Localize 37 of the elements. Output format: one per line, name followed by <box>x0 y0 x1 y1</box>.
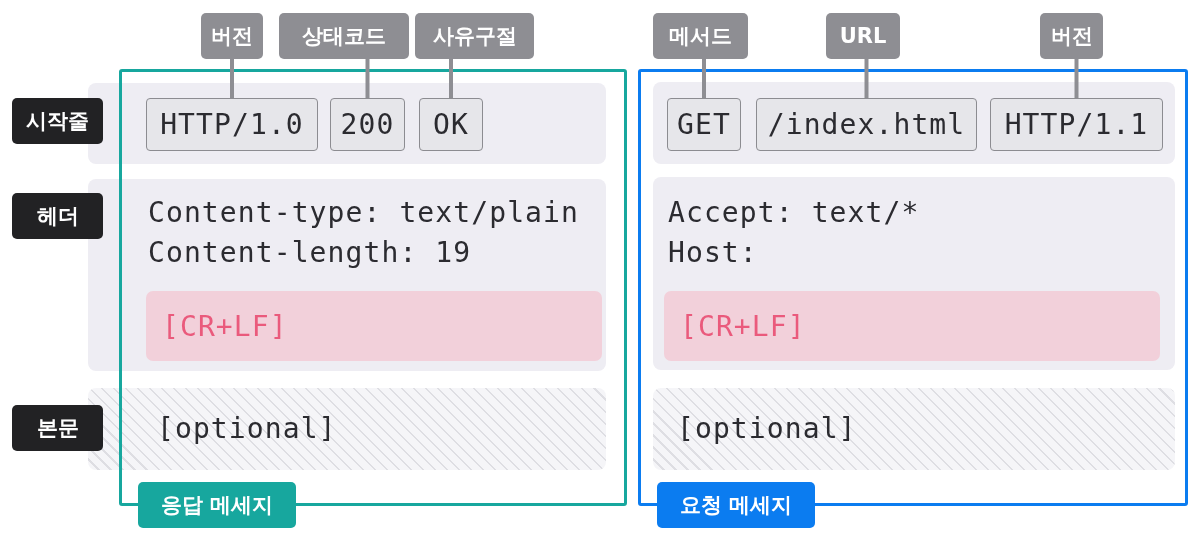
field-name-tag: 상태코드 <box>279 13 409 59</box>
code-token: HTTP/1.1 <box>990 98 1163 151</box>
section-tag: 본문 <box>12 405 103 451</box>
placeholder-text: [optional] <box>677 411 857 447</box>
leader-line <box>864 59 869 98</box>
leader-line <box>1074 59 1079 98</box>
header-line: Content-type: text/plain <box>148 195 579 231</box>
header-line: Accept: text/* <box>668 195 920 231</box>
leader-line <box>702 59 706 98</box>
message-title-tag: 요청 메세지 <box>657 482 815 528</box>
start-line-panel <box>88 83 606 164</box>
line-break-marker: [CR+LF] <box>664 291 1160 361</box>
field-name-tag: 버전 <box>1040 13 1103 59</box>
header-panel <box>88 179 606 371</box>
section-tag: 시작줄 <box>12 98 103 144</box>
code-token: HTTP/1.0 <box>146 98 318 151</box>
header-line: Content-length: 19 <box>148 235 472 271</box>
placeholder-text: [optional] <box>157 411 337 447</box>
code-token: 200 <box>330 98 405 151</box>
section-tag: 헤더 <box>12 193 103 239</box>
field-name-tag: 메서드 <box>653 13 748 59</box>
header-line: Host: <box>668 235 758 271</box>
field-name-tag: 사유구절 <box>415 13 534 59</box>
code-token: /index.html <box>756 98 977 151</box>
header-panel <box>653 177 1175 370</box>
code-token: GET <box>667 98 741 151</box>
line-break-marker: [CR+LF] <box>146 291 602 361</box>
field-name-tag: 버전 <box>201 13 263 59</box>
body-panel <box>88 388 606 470</box>
leader-line <box>449 59 453 98</box>
start-line-panel <box>653 82 1175 164</box>
body-panel <box>653 388 1175 470</box>
message-title-tag: 응답 메세지 <box>138 482 296 528</box>
leader-line <box>365 59 370 98</box>
field-name-tag: URL <box>826 13 900 59</box>
code-token: OK <box>419 98 483 151</box>
leader-line <box>230 59 234 98</box>
